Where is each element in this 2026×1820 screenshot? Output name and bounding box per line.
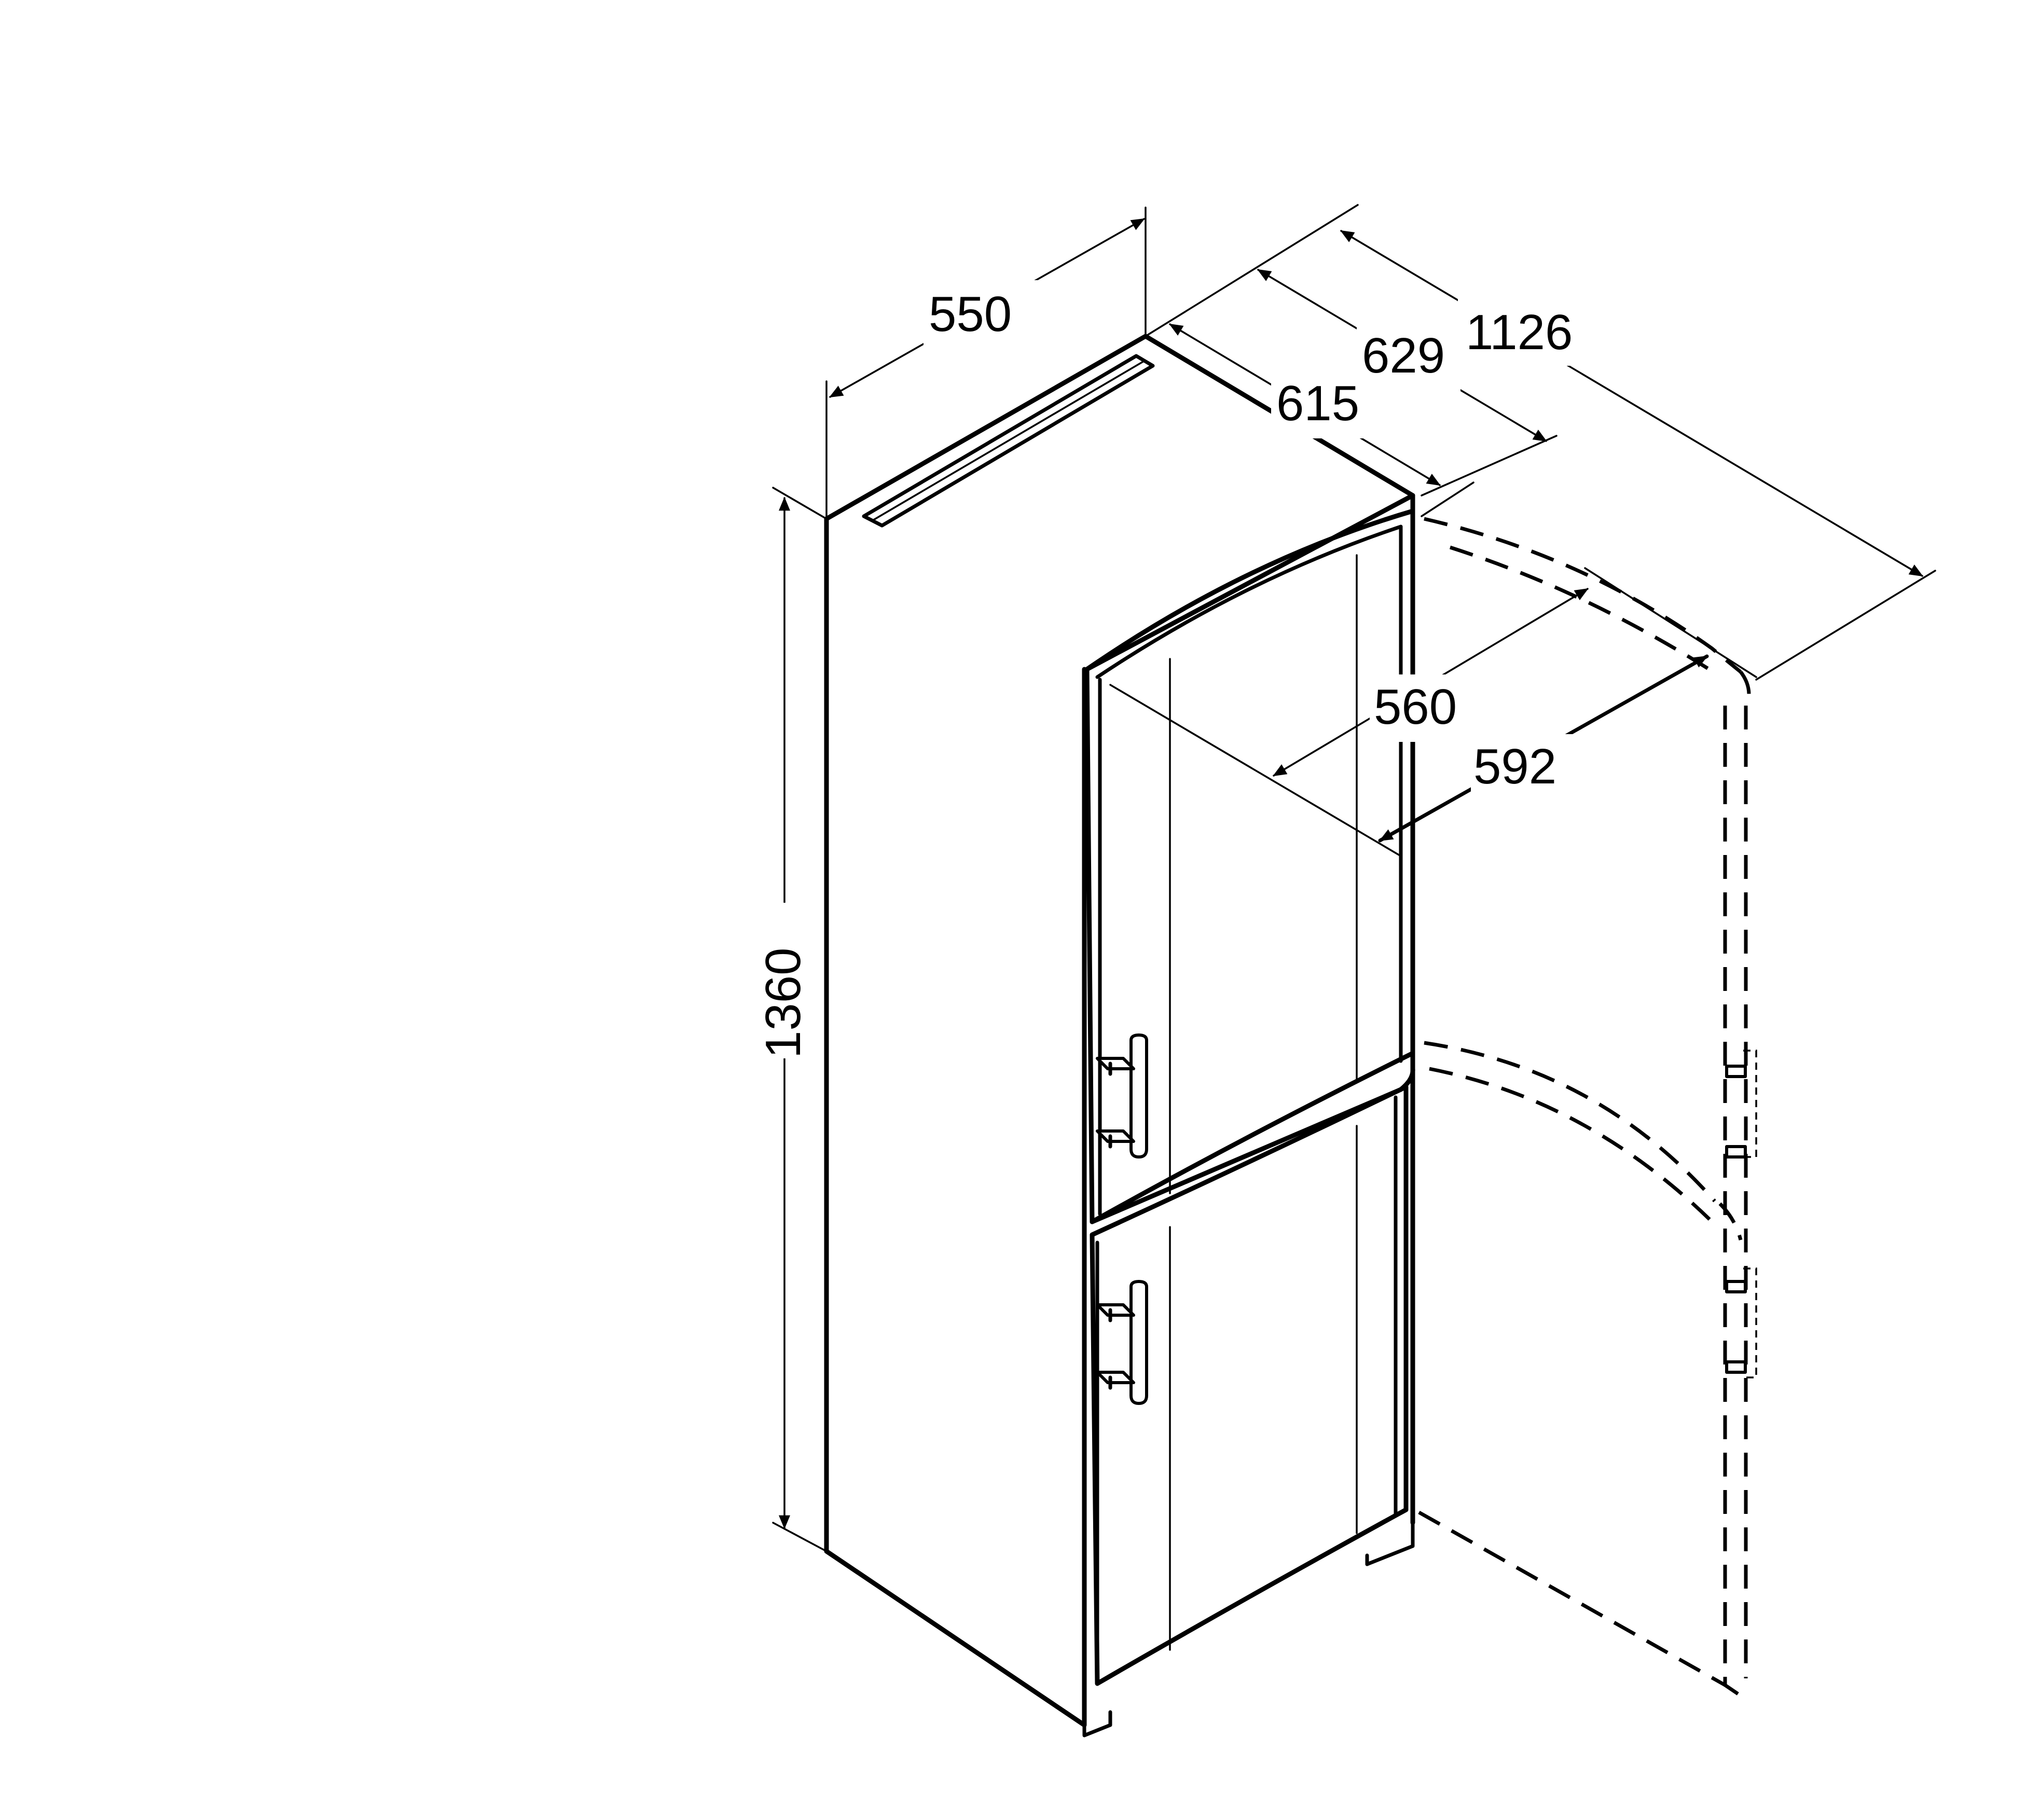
dim-label-depth-outer: 1126: [1466, 305, 1573, 360]
upper-door: [1082, 508, 1415, 1226]
lower-door-handle: [1096, 1280, 1148, 1405]
dim-label-height: 1360: [755, 947, 811, 1058]
lower-door: [1082, 1084, 1409, 1714]
dim-line-depth-outer: [1340, 230, 1923, 577]
dim-label-door-inner: 560: [1374, 679, 1457, 735]
dim-label-door-outer: 592: [1473, 739, 1556, 794]
open-door-hinges: [1725, 1050, 1757, 1378]
dim-label-depth: 615: [1276, 376, 1359, 431]
dim-label-depth-open: 629: [1362, 328, 1445, 383]
dimension-labels: 550 1126 629 615 560 592 1360: [755, 286, 1573, 1058]
dim-label-width: 550: [929, 286, 1012, 342]
upper-door-handle: [1096, 1033, 1148, 1159]
fridge-side-panel: [824, 516, 1087, 1728]
fridge-body: [824, 334, 1415, 1738]
top-vent-grille: [862, 354, 1155, 528]
